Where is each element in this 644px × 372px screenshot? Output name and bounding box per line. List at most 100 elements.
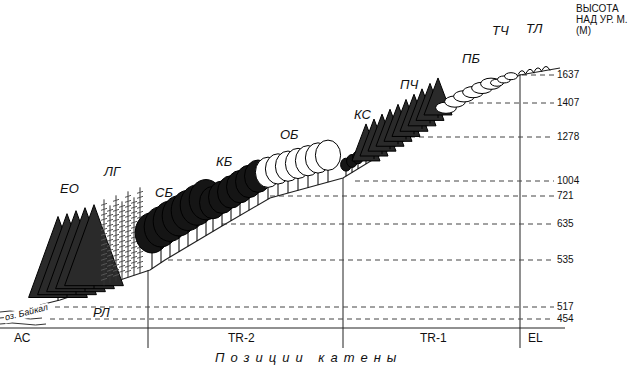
- belt-code: ПБ: [462, 52, 480, 66]
- larch-branch: [113, 219, 119, 221]
- larch-branch: [101, 258, 107, 260]
- altitude-value: 635: [557, 218, 574, 229]
- larch-branch: [107, 244, 113, 246]
- ground-line: [40, 68, 560, 305]
- tree-trunk: [406, 136, 407, 139]
- larch-branch: [125, 210, 131, 212]
- larch-branch: [119, 265, 125, 267]
- belt-code: ПЧ: [400, 78, 418, 92]
- larch-branch: [113, 229, 119, 231]
- larch-branch: [101, 273, 107, 275]
- larch-branch: [101, 238, 107, 240]
- larch-branch: [125, 260, 131, 262]
- larch-branch: [101, 248, 107, 250]
- larch-branch: [107, 274, 113, 276]
- catena-position: TR-2: [228, 332, 255, 345]
- larch-branch: [119, 260, 125, 262]
- larch-branch: [113, 249, 119, 251]
- larch-tree: [116, 195, 117, 281]
- tundra-mark: [534, 68, 542, 72]
- altitude-line: [460, 103, 554, 104]
- larch-tree: [110, 205, 111, 283]
- larch-branch: [101, 228, 107, 230]
- larch-branch: [113, 259, 119, 261]
- larch-branch: [113, 269, 119, 271]
- altitude-value: 1278: [557, 131, 579, 142]
- larch-branch: [125, 195, 131, 197]
- light-crown-tree: [315, 140, 340, 170]
- tree-trunk: [58, 298, 59, 301]
- larch-branch: [125, 270, 131, 272]
- tree-trunk: [430, 120, 431, 123]
- larch-branch: [119, 205, 125, 207]
- larch-branch: [137, 206, 143, 208]
- altitude-line: [522, 75, 554, 76]
- altitude-line: [50, 319, 554, 320]
- separator-line: [148, 270, 149, 348]
- larch-branch: [125, 255, 131, 257]
- larch-branch: [131, 211, 137, 213]
- larch-branch: [113, 209, 119, 211]
- larch-branch: [125, 235, 131, 237]
- larch-tree: [104, 199, 105, 285]
- belt-code: ЛГ: [104, 165, 120, 179]
- larch-branch: [125, 220, 131, 222]
- larch-branch: [101, 233, 107, 235]
- larch-branch: [131, 261, 137, 263]
- larch-branch: [125, 250, 131, 252]
- larch-branch: [119, 250, 125, 252]
- larch-branch: [137, 201, 143, 203]
- larch-branch: [101, 213, 107, 215]
- belt-code: ТЧ: [492, 24, 509, 38]
- altitude-value: 1004: [557, 175, 579, 186]
- altitude-line: [270, 196, 554, 197]
- axis-title: ВЫСОТА НАД УР. М. (М): [576, 3, 638, 36]
- larch-branch: [113, 204, 119, 206]
- catena-position: EL: [528, 332, 543, 345]
- larch-branch: [137, 251, 143, 253]
- larch-branch: [119, 215, 125, 217]
- separator-line: [343, 178, 344, 348]
- belt-code: СБ: [155, 186, 173, 200]
- tree-trunk: [85, 289, 86, 292]
- larch-branch: [125, 265, 131, 267]
- belt-code: ОБ: [280, 128, 299, 142]
- altitude-value: 454: [557, 313, 574, 324]
- altitude-value: 535: [557, 254, 574, 265]
- larch-branch: [131, 251, 137, 253]
- larch-branch: [101, 268, 107, 270]
- larch-branch: [113, 274, 119, 276]
- larch-branch: [131, 256, 137, 258]
- altitude-line: [410, 137, 554, 138]
- larch-branch: [125, 200, 131, 202]
- tundra-mark: [542, 66, 550, 70]
- axis-line: [0, 328, 565, 329]
- tree-trunk: [374, 156, 375, 159]
- larch-branch: [107, 229, 113, 231]
- lake-name: оз. Байкал: [3, 303, 50, 324]
- larch-branch: [101, 253, 107, 255]
- larch-branch: [113, 224, 119, 226]
- larch-branch: [137, 266, 143, 268]
- tree-trunk: [94, 286, 95, 289]
- tree-trunk: [76, 292, 77, 295]
- larch-branch: [137, 211, 143, 213]
- larch-branch: [113, 199, 119, 201]
- tree-trunk: [422, 126, 423, 129]
- tree-trunk: [438, 115, 439, 118]
- tree-trunk: [67, 295, 68, 298]
- larch-branch: [119, 270, 125, 272]
- tree-trunk: [382, 151, 383, 154]
- larch-branch: [113, 214, 119, 216]
- larch-branch: [113, 244, 119, 246]
- larch-branch: [107, 219, 113, 221]
- tundra-mark: [526, 69, 534, 73]
- larch-branch: [125, 230, 131, 232]
- tree-trunk: [390, 146, 391, 149]
- larch-branch: [107, 209, 113, 211]
- tundra-mark: [518, 71, 526, 75]
- larch-branch: [107, 239, 113, 241]
- larch-branch: [113, 239, 119, 241]
- larch-branch: [125, 240, 131, 242]
